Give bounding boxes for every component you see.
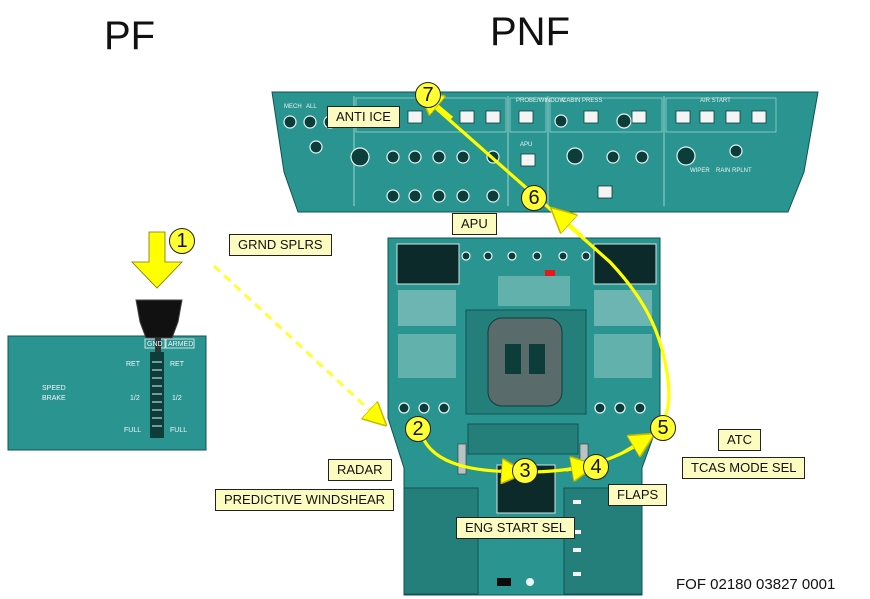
svg-text:MECH: MECH — [284, 104, 302, 110]
svg-text:PROBE/WINDOW: PROBE/WINDOW — [516, 98, 565, 104]
pf-label: PF — [104, 16, 155, 56]
sb-title-line1: SPEED — [42, 385, 66, 392]
callout-atc: ATC — [718, 429, 761, 451]
svg-text:APU: APU — [520, 142, 532, 148]
sb-title-line2: BRAKE — [42, 395, 66, 402]
sb-mid-left: 1/2 — [130, 395, 140, 402]
sb-full-left: FULL — [124, 427, 141, 434]
callout-predictive-windshear: PREDICTIVE WINDSHEAR — [215, 489, 394, 511]
step-1-marker: 1 — [169, 228, 195, 254]
sb-full-right: FULL — [170, 427, 187, 434]
callout-flaps: FLAPS — [608, 484, 667, 506]
step-3-marker: 3 — [512, 458, 538, 484]
flow-arrowhead-to-6 — [560, 216, 582, 236]
sb-armed-label: ARMED — [168, 341, 193, 348]
sb-ret-right: RET — [170, 361, 185, 368]
step-5-marker: 5 — [650, 415, 676, 441]
callout-eng-start-sel: ENG START SEL — [456, 517, 575, 539]
svg-text:RAIN RPLNT: RAIN RPLNT — [716, 168, 752, 174]
step-7-marker: 7 — [415, 82, 441, 108]
callout-grnd-splrs: GRND SPLRS — [229, 234, 332, 256]
sb-mid-right: 1/2 — [172, 395, 182, 402]
svg-text:ALL: ALL — [306, 104, 317, 110]
step-6-marker: 6 — [521, 185, 547, 211]
sb-ret-left: RET — [126, 361, 141, 368]
pnf-label: PNF — [490, 12, 570, 52]
step-4-marker: 4 — [583, 454, 609, 480]
sb-gnd-label: GND — [147, 341, 163, 348]
dashed-pointer — [214, 266, 378, 418]
callout-tcas-mode-sel: TCAS MODE SEL — [682, 457, 805, 479]
callout-radar: RADAR — [328, 459, 392, 481]
svg-text:WIPER: WIPER — [690, 168, 710, 174]
svg-text:CABIN PRESS: CABIN PRESS — [562, 98, 602, 104]
figure-reference: FOF 02180 03827 0001 — [676, 576, 835, 593]
callout-anti-ice: ANTI ICE — [327, 106, 400, 128]
callout-apu: APU — [452, 213, 497, 235]
svg-text:AIR START: AIR START — [700, 98, 731, 104]
main-instrument-panel — [388, 238, 660, 595]
step-2-marker: 2 — [405, 416, 431, 442]
